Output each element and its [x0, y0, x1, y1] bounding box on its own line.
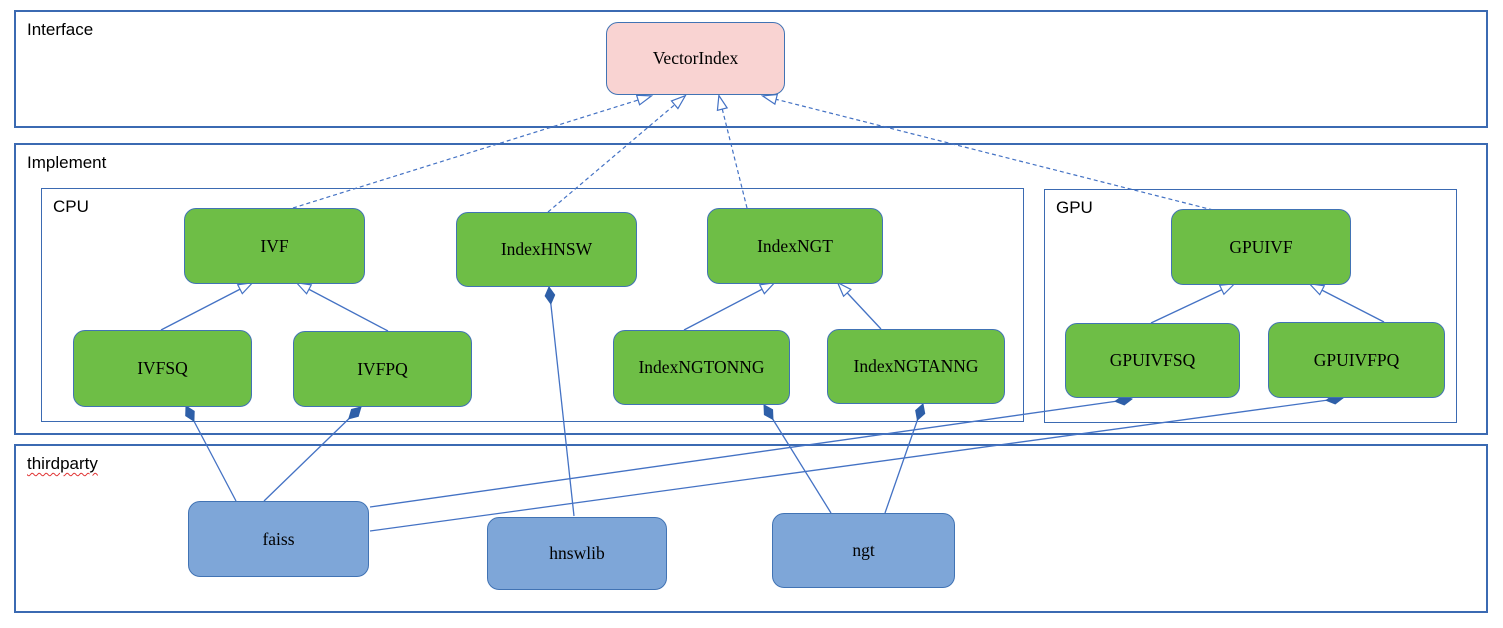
node-indexngt[interactable]: IndexNGT [707, 208, 883, 284]
container-interface-label: Interface [27, 20, 94, 39]
node-gpuivfsq-label: GPUIVFSQ [1109, 350, 1196, 370]
node-gpuivfsq[interactable]: GPUIVFSQ [1065, 323, 1240, 398]
node-ivfsq[interactable]: IVFSQ [73, 330, 252, 407]
edge-indexhnsw-hnswlib[interactable] [549, 287, 575, 517]
node-vectorindex[interactable]: VectorIndex [606, 22, 785, 95]
node-indexhnsw-label: IndexHNSW [500, 239, 593, 259]
container-interface[interactable]: Interface [14, 10, 1488, 128]
node-gpuivf-label: GPUIVF [1229, 236, 1293, 257]
edge-gpuivfsq-gpuivf[interactable] [1150, 283, 1237, 324]
edge-ivfpq-ivf[interactable] [294, 281, 389, 332]
node-indexngtonng-label: IndexNGTONNG [638, 357, 765, 377]
node-ivfpq-label: IVFPQ [357, 358, 408, 379]
edge-gpuivf-vectorindex[interactable] [760, 93, 1214, 211]
edge-ivf-vectorindex[interactable] [292, 94, 654, 209]
node-indexngtanng-label: IndexNGTANNG [853, 356, 979, 376]
node-ivfsq-label: IVFSQ [137, 358, 188, 378]
edge-indexngtonng-ngt[interactable] [763, 405, 832, 514]
edge-gpuivfpq-gpuivf[interactable] [1307, 282, 1385, 323]
node-ivf[interactable]: IVF [184, 208, 365, 284]
node-ngt[interactable]: ngt [772, 513, 955, 588]
container-cpu[interactable]: CPU [41, 188, 1024, 422]
node-indexngtanng[interactable]: IndexNGTANNG [827, 329, 1005, 404]
node-gpuivfpq[interactable]: GPUIVFPQ [1268, 322, 1445, 398]
edge-ivfsq-ivf[interactable] [160, 281, 255, 331]
node-hnswlib-label: hnswlib [549, 543, 605, 563]
container-implement[interactable]: Implement [14, 143, 1488, 435]
node-faiss-label: faiss [262, 528, 295, 549]
edge-ivfpq-faiss[interactable] [263, 407, 361, 502]
container-cpu-label: CPU [53, 197, 89, 216]
node-faiss[interactable]: faiss [188, 501, 369, 577]
node-ivfpq[interactable]: IVFPQ [293, 331, 472, 407]
container-gpu-label: GPU [1056, 198, 1093, 217]
container-implement-label: Implement [27, 153, 107, 172]
node-indexngtonng[interactable]: IndexNGTONNG [613, 330, 790, 405]
edge-indexngtanng-indexngt[interactable] [836, 281, 882, 330]
edge-indexhnsw-vectorindex[interactable] [547, 94, 687, 213]
node-ngt-label: ngt [852, 540, 875, 560]
node-gpuivf[interactable]: GPUIVF [1171, 209, 1351, 285]
node-vectorindex-label: VectorIndex [652, 48, 739, 68]
node-indexngt-label: IndexNGT [757, 235, 833, 256]
container-thirdparty[interactable]: thirdparty [14, 444, 1488, 613]
node-ivf-label: IVF [260, 235, 289, 256]
edge-gpuivfpq-faiss[interactable] [369, 398, 1343, 532]
container-thirdparty-label: thirdparty [27, 454, 98, 473]
edge-indexngt-vectorindex[interactable] [716, 93, 748, 209]
container-gpu[interactable]: GPU [1044, 189, 1457, 423]
edge-gpuivfsq-faiss[interactable] [369, 399, 1132, 508]
edge-ivfsq-faiss[interactable] [186, 406, 237, 502]
node-hnswlib[interactable]: hnswlib [487, 517, 667, 590]
edge-indexngtonng-indexngt[interactable] [683, 281, 777, 331]
node-indexhnsw[interactable]: IndexHNSW [456, 212, 637, 287]
node-gpuivfpq-label: GPUIVFPQ [1313, 349, 1400, 370]
